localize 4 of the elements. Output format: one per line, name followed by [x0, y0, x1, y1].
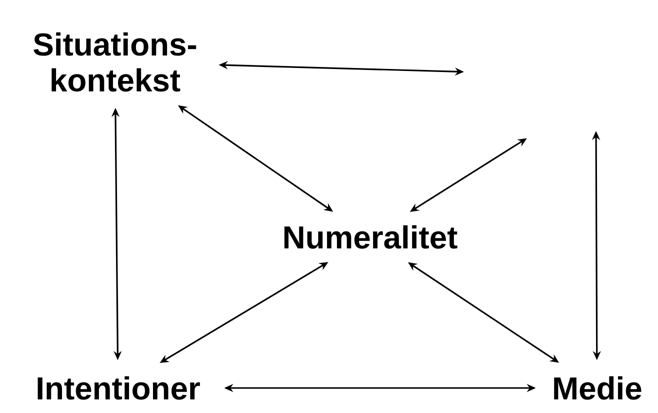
label-text: Situations- kontekst	[34, 32, 196, 92]
label-text: Medie	[554, 376, 642, 400]
label-text: Numeralitet	[284, 225, 458, 249]
label-text: Intentioner	[38, 376, 200, 400]
